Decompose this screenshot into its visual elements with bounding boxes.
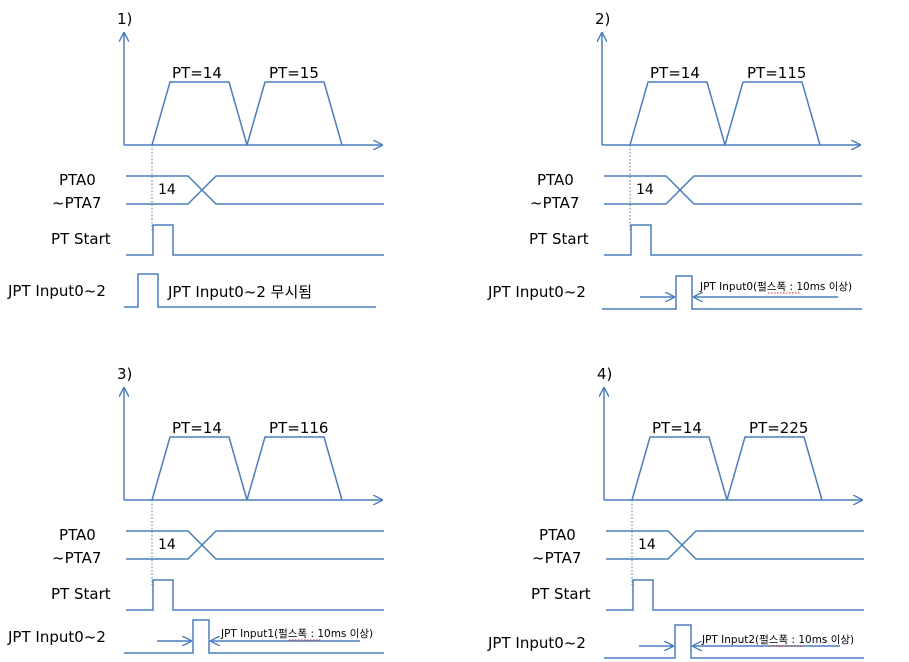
- pt-label-first: PT=14: [652, 419, 702, 437]
- address-bus-waveform: [606, 530, 864, 560]
- panel-number: 3): [117, 365, 132, 383]
- panel-number: 4): [597, 365, 612, 383]
- jpt-input-group: JPT Input0~2 JPT Input0~2 무시됨: [7, 273, 376, 308]
- profile-trapezoid-first: [151, 81, 248, 146]
- jpt-input-waveform: [124, 273, 376, 308]
- pt-label-second: PT=225: [749, 419, 808, 437]
- address-bus-waveform: [604, 175, 862, 205]
- profile-trapezoid-second: [726, 436, 823, 501]
- profile-trapezoid-first: [629, 81, 726, 146]
- jpt-input-label: JPT Input0~2: [7, 282, 106, 300]
- pt-start-label: PT Start: [529, 230, 589, 248]
- bus-value: 14: [158, 182, 176, 198]
- pt-label-first: PT=14: [650, 64, 700, 82]
- profile-trapezoid-first: [631, 436, 728, 501]
- jpt-input-label: JPT Input0~2: [487, 634, 586, 652]
- pt-start-waveform: [606, 579, 864, 611]
- jpt-input-note: JPT Input0(펄스폭 : 10ms 이상): [699, 281, 852, 293]
- pt-label-first: PT=14: [172, 64, 222, 82]
- bus-value: 14: [158, 537, 176, 553]
- profile-trapezoid-first: [151, 436, 248, 501]
- address-bus-waveform: [126, 530, 384, 560]
- jpt-input-group: JPT Input0~2 JPT Input0(펄스폭 : 10ms 이상): [487, 275, 862, 310]
- bus-label-top: PTA0: [59, 526, 96, 544]
- profile-trapezoid-second: [246, 436, 343, 501]
- jpt-input-waveform: [604, 624, 864, 659]
- jpt-input-note: JPT Input2(펄스폭 : 10ms 이상): [701, 634, 854, 646]
- jpt-input-waveform: [602, 275, 862, 310]
- bus-label-bottom: ~PTA7: [52, 549, 101, 567]
- profile-trapezoid-second: [246, 81, 343, 146]
- jpt-input-label: JPT Input0~2: [7, 628, 106, 646]
- jpt-input-note: JPT Input0~2 무시됨: [167, 283, 312, 301]
- jpt-input-note: JPT Input1(펄스폭 : 10ms 이상): [220, 628, 373, 640]
- pt-label-second: PT=116: [269, 419, 328, 437]
- profile-trapezoid-second: [724, 81, 821, 146]
- jpt-input-label: JPT Input0~2: [487, 283, 586, 301]
- pt-start-label: PT Start: [531, 585, 591, 603]
- bus-value: 14: [638, 537, 656, 553]
- bus-label-top: PTA0: [59, 171, 96, 189]
- pt-start-label: PT Start: [51, 585, 111, 603]
- bus-value: 14: [636, 182, 654, 198]
- pt-label-second: PT=115: [747, 64, 806, 82]
- panel-number: 2): [595, 10, 610, 28]
- jpt-input-group: JPT Input0~2 JPT Input2(펄스폭 : 10ms 이상): [487, 624, 864, 659]
- bus-label-bottom: ~PTA7: [530, 194, 579, 212]
- jpt-input-waveform: [124, 619, 384, 654]
- pt-start-waveform: [604, 224, 862, 256]
- pt-start-label: PT Start: [51, 230, 111, 248]
- pt-start-waveform: [126, 579, 384, 611]
- bus-label-bottom: ~PTA7: [52, 194, 101, 212]
- bus-label-top: PTA0: [537, 171, 574, 189]
- jpt-input-group: JPT Input0~2 JPT Input1(펄스폭 : 10ms 이상): [7, 619, 384, 654]
- address-bus-waveform: [126, 175, 384, 205]
- bus-label-bottom: ~PTA7: [532, 549, 581, 567]
- pt-start-waveform: [126, 224, 384, 256]
- panel-number: 1): [117, 10, 132, 28]
- pt-label-second: PT=15: [269, 64, 319, 82]
- bus-label-top: PTA0: [539, 526, 576, 544]
- pt-label-first: PT=14: [172, 419, 222, 437]
